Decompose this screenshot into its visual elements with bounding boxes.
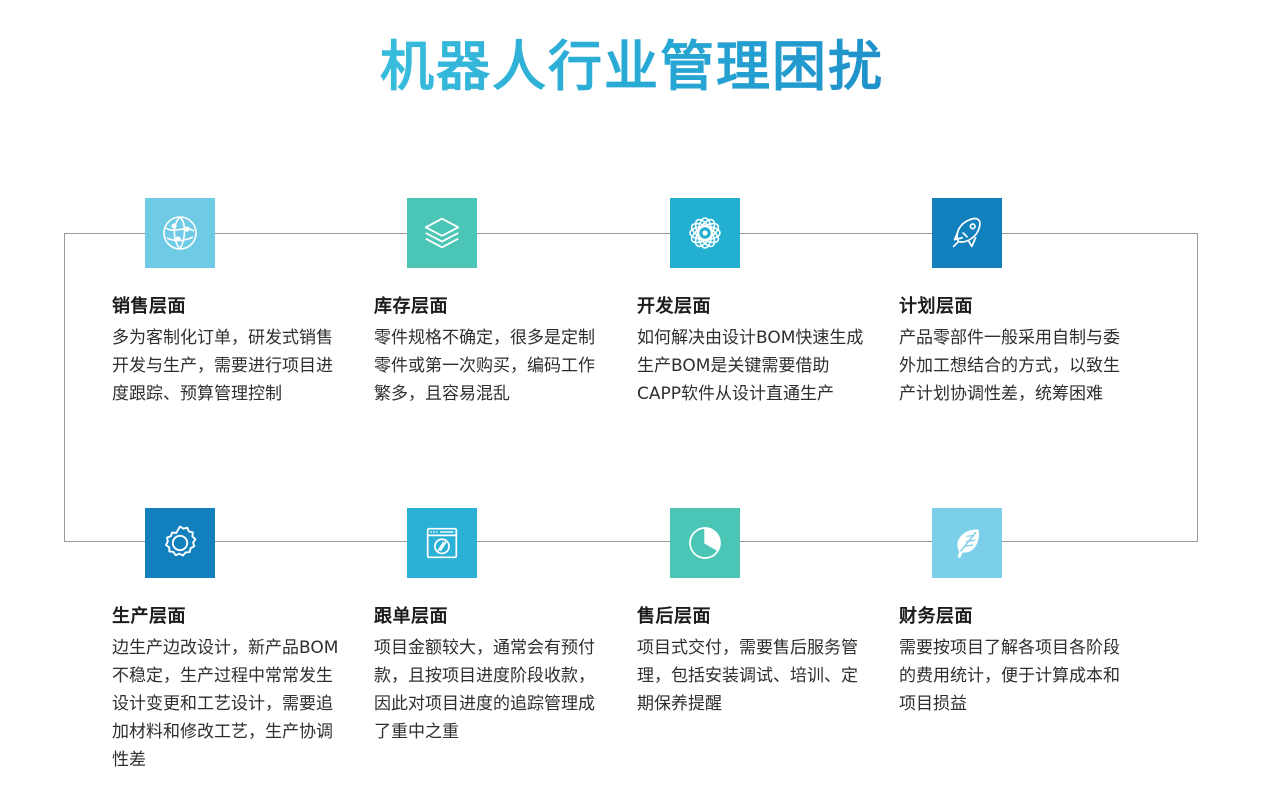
icon-box-inventory [407, 198, 477, 268]
pie-chart-icon [683, 521, 727, 565]
icon-box-sales [145, 198, 215, 268]
card-title-inventory: 库存层面 [374, 296, 448, 317]
connector-right-vertical [1197, 233, 1198, 542]
card-body-production: 边生产边改设计，新产品BOM不稳定，生产过程中常常发生设计变更和工艺设计，需要追… [112, 637, 339, 770]
icon-box-order-tracking [407, 508, 477, 578]
card-inventory[interactable]: 库存层面 零件规格不确定，很多是定制零件或第一次购买，编码工作繁多，且容易混乱 [374, 198, 606, 408]
card-sales[interactable]: 销售层面 多为客制化订单，研发式销售开发与生产，需要进行项目进度跟踪、预算管理控… [112, 198, 344, 408]
card-body-development: 如何解决由设计BOM快速生成生产BOM是关键需要借助CAPP软件从设计直通生产 [637, 327, 864, 404]
card-order-tracking[interactable]: 跟单层面 项目金额较大，通常会有预付款，且按项目进度阶段收款，因此对项目进度的追… [374, 508, 606, 746]
card-title-development: 开发层面 [637, 296, 711, 317]
connector-left-vertical [64, 233, 65, 542]
card-after-sales[interactable]: 售后层面 项目式交付，需要售后服务管理，包括安装调试、培训、定期保养提醒 [637, 508, 869, 718]
card-title-order-tracking: 跟单层面 [374, 606, 448, 627]
gear-icon [158, 521, 202, 565]
feather-icon [946, 522, 988, 564]
globe-network-icon [158, 211, 202, 255]
card-title-sales: 销售层面 [112, 296, 186, 317]
card-body-order-tracking: 项目金额较大，通常会有预付款，且按项目进度阶段收款，因此对项目进度的追踪管理成了… [374, 637, 595, 742]
card-finance[interactable]: 财务层面 需要按项目了解各项目各阶段的费用统计，便于计算成本和项目损益 [899, 508, 1131, 718]
icon-box-production [145, 508, 215, 578]
card-planning[interactable]: 计划层面 产品零部件一般采用自制与委外加工想结合的方式，以致生产计划协调性差，统… [899, 198, 1131, 408]
atom-icon [683, 211, 727, 255]
page-title: 机器人行业管理困扰 [0, 35, 1264, 98]
icon-box-development [670, 198, 740, 268]
card-title-after-sales: 售后层面 [637, 606, 711, 627]
card-body-inventory: 零件规格不确定，很多是定制零件或第一次购买，编码工作繁多，且容易混乱 [374, 327, 595, 404]
card-body-after-sales: 项目式交付，需要售后服务管理，包括安装调试、培训、定期保养提醒 [637, 637, 858, 714]
card-title-planning: 计划层面 [899, 296, 973, 317]
card-development[interactable]: 开发层面 如何解决由设计BOM快速生成生产BOM是关键需要借助CAPP软件从设计… [637, 198, 869, 408]
card-body-finance: 需要按项目了解各项目各阶段的费用统计，便于计算成本和项目损益 [899, 637, 1120, 714]
rocket-icon [946, 212, 988, 254]
icon-box-planning [932, 198, 1002, 268]
browser-window-compass-icon [421, 522, 463, 564]
card-title-production: 生产层面 [112, 606, 186, 627]
card-body-planning: 产品零部件一般采用自制与委外加工想结合的方式，以致生产计划协调性差，统筹困难 [899, 327, 1120, 404]
card-title-finance: 财务层面 [899, 606, 973, 627]
card-body-sales: 多为客制化订单，研发式销售开发与生产，需要进行项目进度跟踪、预算管理控制 [112, 327, 333, 404]
icon-box-finance [932, 508, 1002, 578]
card-production[interactable]: 生产层面 边生产边改设计，新产品BOM不稳定，生产过程中常常发生设计变更和工艺设… [112, 508, 344, 774]
icon-box-after-sales [670, 508, 740, 578]
layers-stack-icon [421, 212, 463, 254]
